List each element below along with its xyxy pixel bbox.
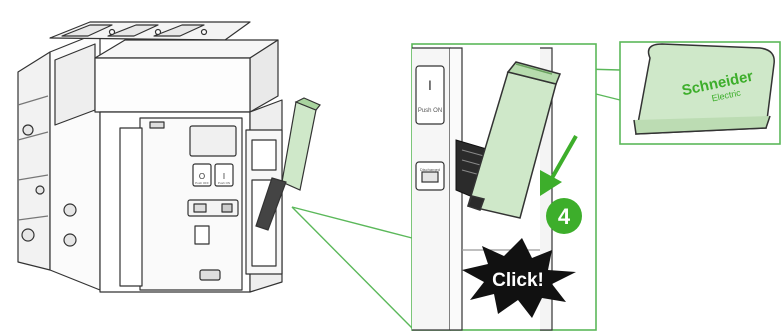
on-button-symbol: I bbox=[223, 172, 225, 181]
on-button-label: Push ON bbox=[218, 181, 230, 185]
circuit-breaker-drawing bbox=[18, 22, 282, 292]
detail-small-panel-label: Discharged bbox=[420, 167, 440, 172]
off-button-symbol: O bbox=[199, 172, 205, 181]
detail-on-symbol: I bbox=[428, 77, 432, 93]
step-number: 4 bbox=[558, 204, 571, 229]
off-button-label: Push OFF bbox=[195, 181, 209, 185]
step-badge: 4 bbox=[546, 198, 582, 234]
click-label: Click! bbox=[492, 270, 544, 291]
detail-on-label: Push ON bbox=[418, 108, 442, 114]
